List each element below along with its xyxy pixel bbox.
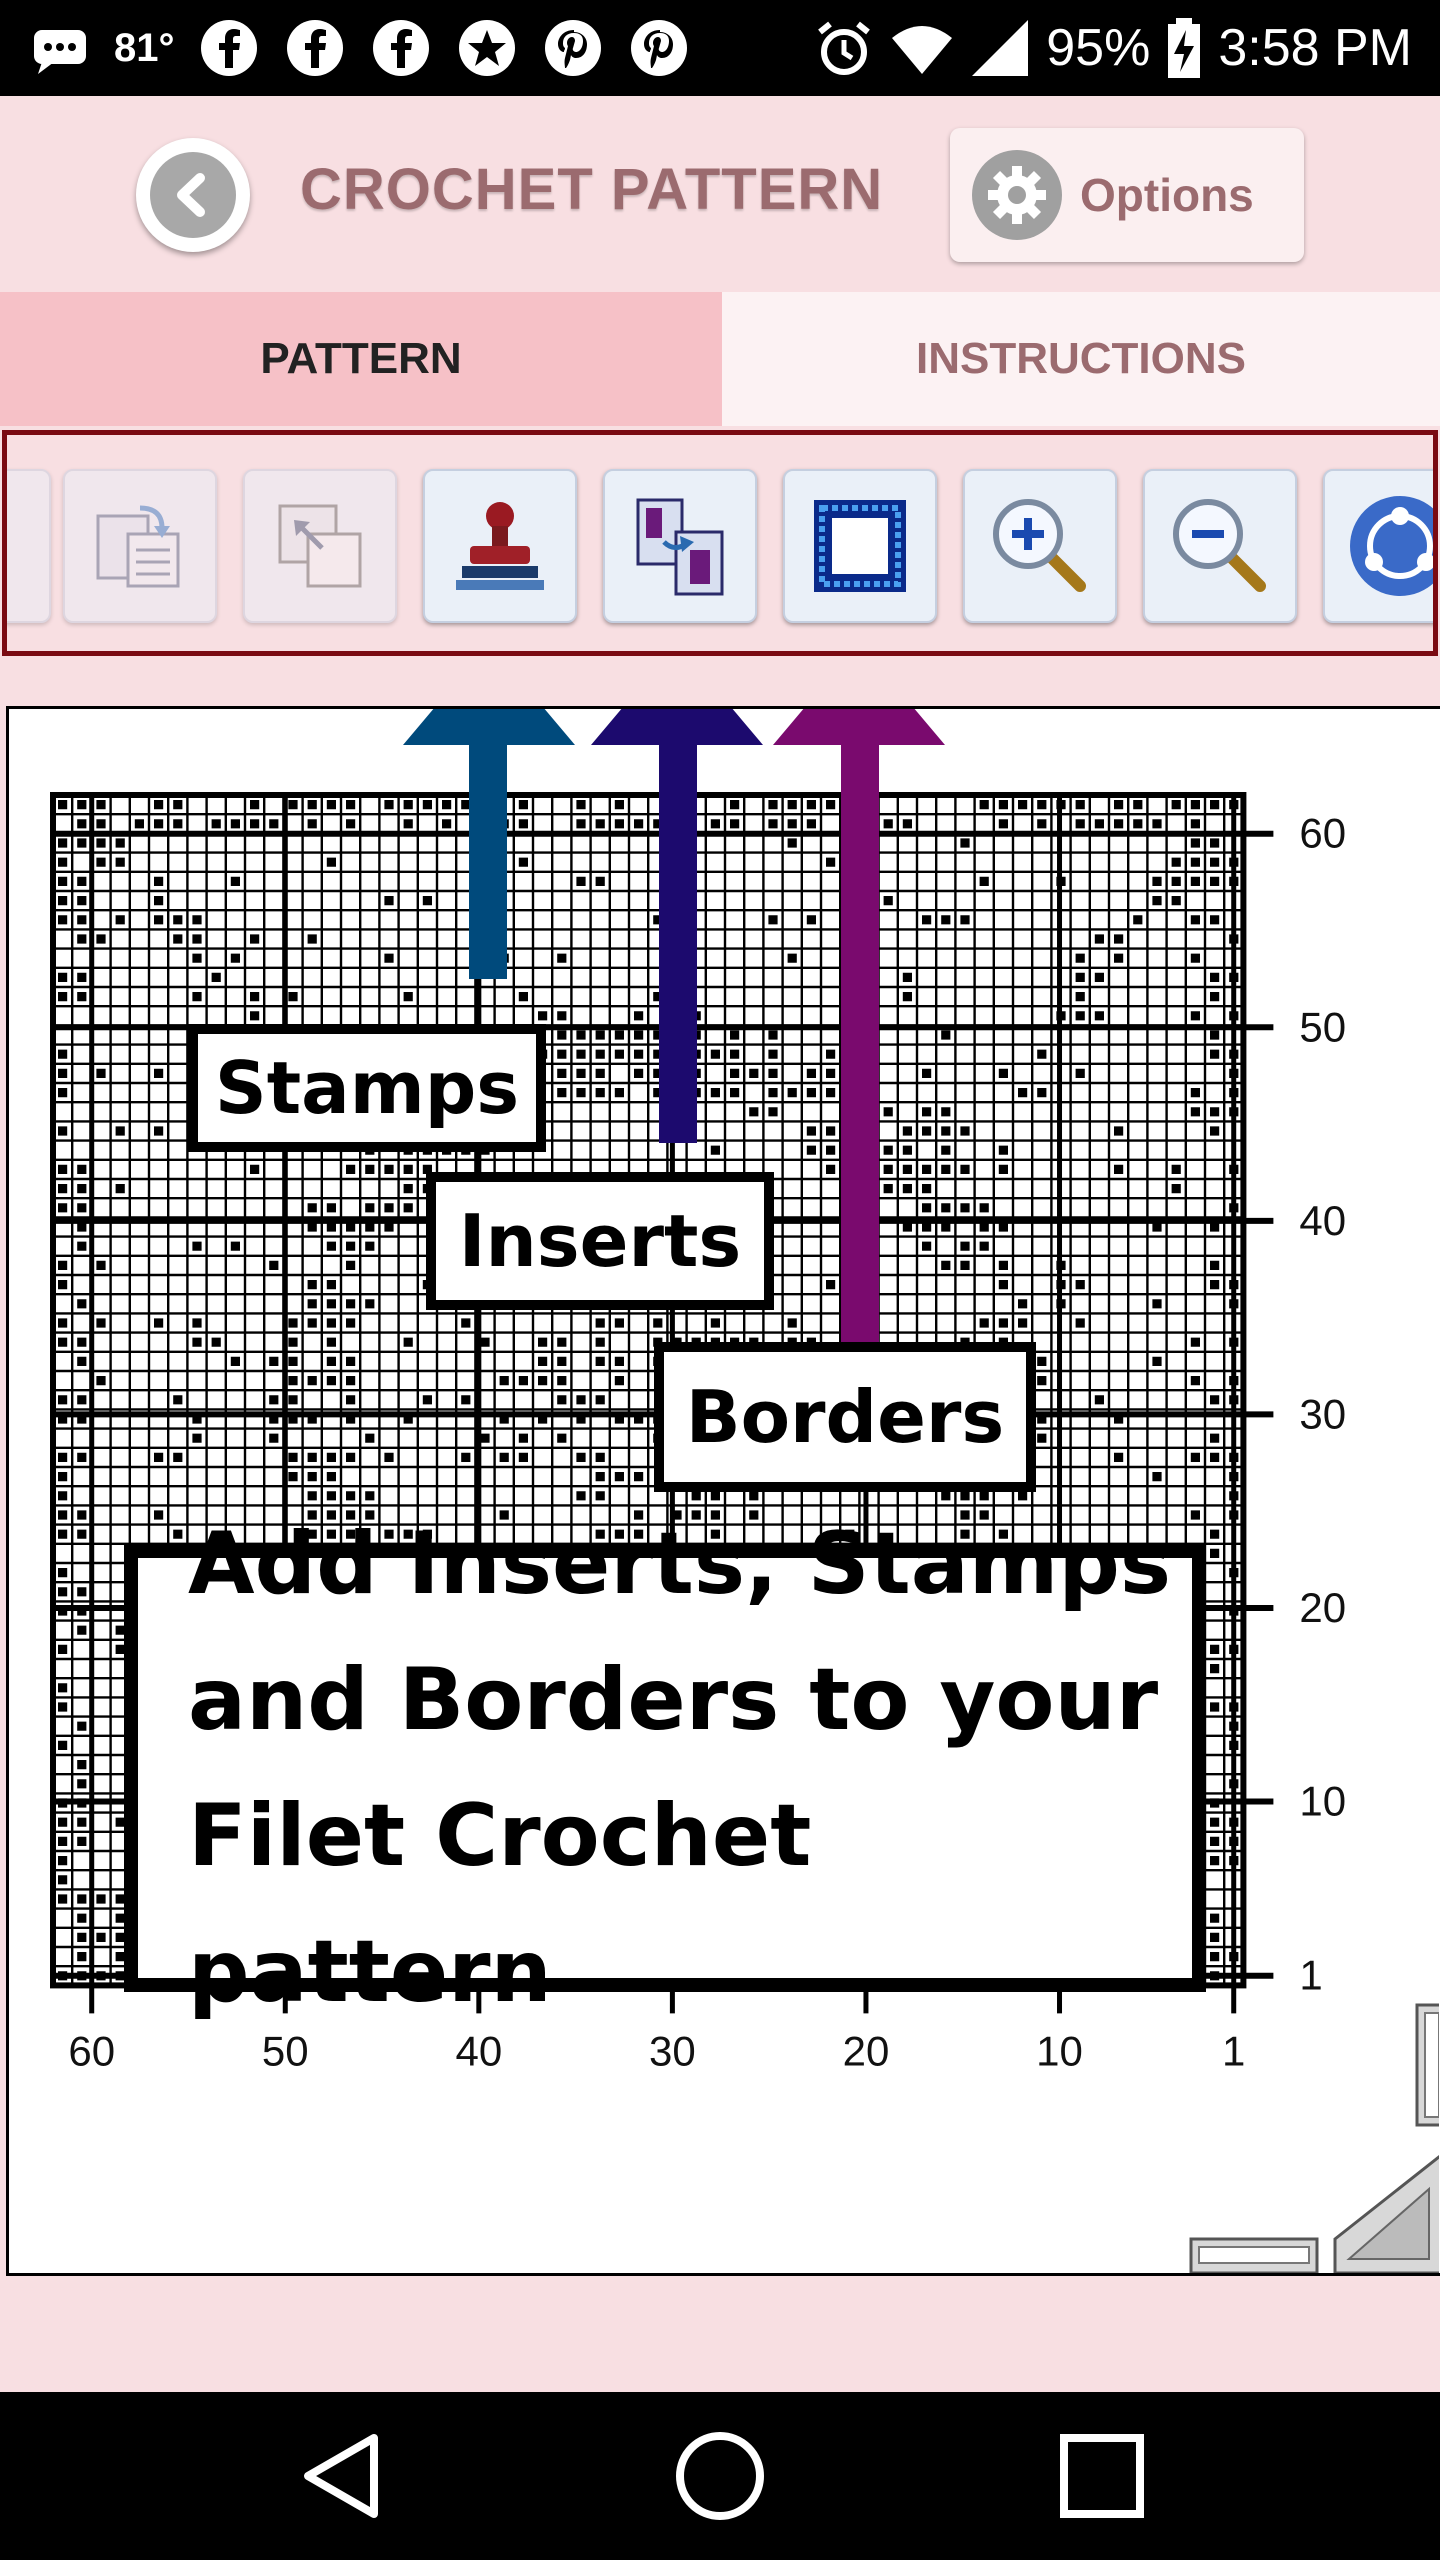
y-tick-label: 10 (1299, 1778, 1346, 1825)
zoom-in-icon (993, 499, 1086, 592)
options-label: Options (1080, 169, 1254, 221)
facebook-icon (197, 16, 261, 80)
tab-instructions[interactable]: INSTRUCTIONS (722, 292, 1440, 426)
triangle-back-icon (304, 2434, 378, 2518)
callout-main-line: Filet Crochet pattern (188, 1786, 812, 2022)
copy-pattern-button[interactable] (63, 469, 217, 623)
border-icon (814, 500, 906, 592)
y-tick-label: 40 (1299, 1197, 1346, 1244)
y-axis-ticks: 60 50 40 30 20 10 1 (1299, 810, 1346, 1999)
y-tick-label: 1 (1299, 1952, 1322, 1999)
toolbar-partial-button[interactable] (7, 469, 51, 623)
nav-back-button[interactable] (292, 2426, 392, 2526)
x-tick-label: 10 (1036, 2027, 1083, 2074)
y-tick-label: 50 (1299, 1003, 1346, 1050)
x-tick-label: 40 (455, 2027, 502, 2074)
battery-percent-text: 95% (1046, 19, 1151, 77)
back-button[interactable] (136, 138, 250, 252)
zoom-out-button[interactable] (1143, 469, 1297, 623)
gear-icon (972, 150, 1062, 240)
nav-home-button[interactable] (670, 2426, 770, 2526)
x-tick-label: 1 (1222, 2027, 1245, 2074)
share-button[interactable] (1323, 469, 1433, 623)
y-tick-label: 30 (1299, 1390, 1346, 1437)
page-title: CROCHET PATTERN (300, 157, 884, 222)
status-bar: 81° 95% 3:58 PM (0, 0, 1440, 96)
wifi-icon (890, 16, 954, 80)
callout-borders: Borders (654, 1342, 1036, 1492)
y-tick-label: 20 (1299, 1584, 1346, 1631)
callout-main-line: Add Inserts, Stamps (188, 1514, 1172, 1614)
y-tick-label: 60 (1299, 810, 1346, 857)
nav-recents-button[interactable] (1052, 2426, 1152, 2526)
x-tick-label: 50 (262, 2027, 309, 2074)
resize-icon (278, 504, 362, 588)
insert-icon (636, 498, 724, 596)
arrow-stamps (403, 709, 575, 979)
circle-home-icon (676, 2432, 764, 2520)
square-recents-icon (1060, 2434, 1144, 2518)
messages-icon (28, 16, 92, 80)
zoom-in-button[interactable] (963, 469, 1117, 623)
signal-icon (968, 16, 1032, 80)
temperature-text: 81° (114, 25, 175, 70)
callout-main-message: Add Inserts, Stamps and Borders to your … (124, 1514, 1206, 2022)
arrow-inserts (591, 709, 763, 1143)
facebook-icon (283, 16, 347, 80)
pattern-toolbar[interactable] (2, 430, 1438, 656)
chevron-left-icon (177, 173, 205, 217)
app-header: CROCHET PATTERN Options (0, 96, 1440, 292)
resize-pattern-button[interactable] (243, 469, 397, 623)
tab-bar: PATTERN INSTRUCTIONS (0, 292, 1440, 426)
pinterest-icon (627, 16, 691, 80)
zoom-out-icon (1173, 499, 1266, 592)
alarm-icon (812, 16, 876, 80)
system-nav-bar (0, 2392, 1440, 2560)
clock-text: 3:58 PM (1218, 19, 1412, 77)
callout-inserts: Inserts (426, 1172, 774, 1310)
x-tick-label: 30 (649, 2027, 696, 2074)
inserts-button[interactable] (603, 469, 757, 623)
x-tick-label: 20 (843, 2027, 890, 2074)
options-button[interactable]: Options (950, 128, 1304, 262)
share-icon (1350, 496, 1433, 596)
copy-pattern-icon (96, 505, 180, 588)
tab-pattern[interactable]: PATTERN (0, 292, 722, 426)
x-tick-label: 60 (68, 2027, 115, 2074)
x-axis-ticks: 60 50 40 30 20 10 1 (68, 2027, 1245, 2074)
border-corner-piece (1189, 2003, 1439, 2273)
motif-layer (58, 800, 1239, 1981)
arrow-borders (773, 709, 945, 1373)
callout-stamps: Stamps (188, 1024, 546, 1152)
battery-charging-icon (1164, 16, 1204, 80)
stamps-button[interactable] (423, 469, 577, 623)
facebook-icon (369, 16, 433, 80)
star-icon (455, 16, 519, 80)
stamp-icon (456, 502, 544, 590)
pinterest-icon (541, 16, 605, 80)
callout-main-line: and Borders to your (188, 1650, 1159, 1750)
borders-button[interactable] (783, 469, 937, 623)
